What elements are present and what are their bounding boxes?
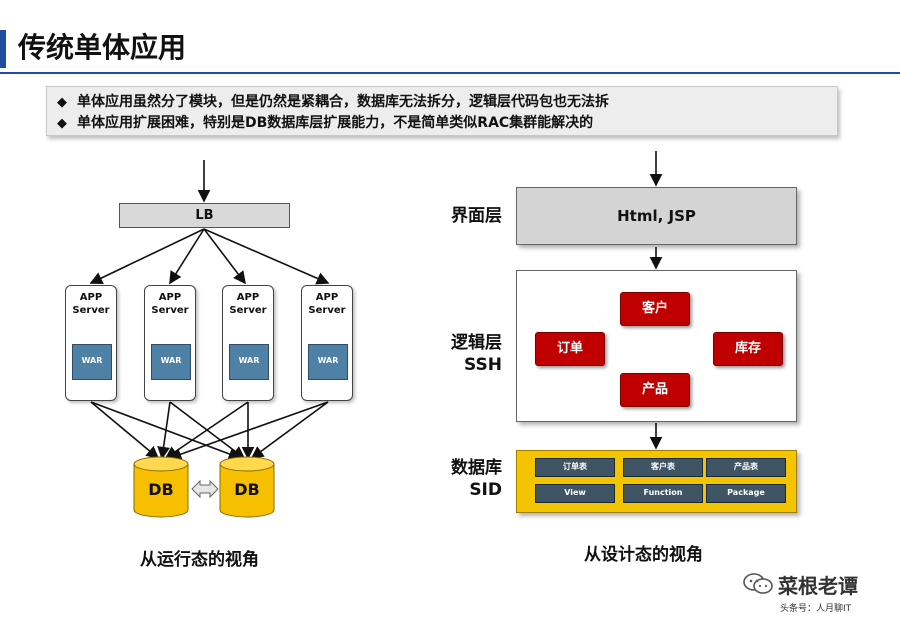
war-package: WAR — [72, 344, 112, 380]
node-inventory: 库存 — [713, 332, 783, 366]
db-label-right: DB — [234, 480, 260, 499]
logic-layer-label: 逻辑层 SSH — [432, 332, 502, 376]
db-cylinder-right — [219, 456, 275, 518]
node-customer: 客户 — [620, 292, 690, 326]
logic-layer-tech: SSH — [464, 355, 502, 375]
db-object-view: View — [535, 484, 615, 503]
load-balancer-box: LB — [119, 203, 290, 228]
war-package: WAR — [229, 344, 269, 380]
node-order: 订单 — [535, 332, 605, 366]
war-package: WAR — [308, 344, 348, 380]
logic-layer-name: 逻辑层 — [451, 333, 502, 353]
wechat-icon — [743, 573, 773, 594]
lb-to-server-arrows — [89, 228, 330, 285]
page-title: 传统单体应用 — [18, 31, 187, 64]
db-object-function: Function — [623, 484, 703, 503]
db-layer-label: 数据库 SID — [432, 457, 502, 501]
watermark-name: 菜根老谭 — [778, 574, 858, 598]
db-object-order-table: 订单表 — [535, 458, 615, 477]
db-layer-sid: SID — [469, 480, 502, 500]
design-view-caption: 从设计态的视角 — [584, 545, 703, 565]
db-sync-double-arrow — [191, 479, 219, 499]
db-layer-name: 数据库 — [451, 458, 502, 478]
title-accent-bar — [0, 30, 6, 68]
bullet-item-2: ◆ 单体应用扩展困难，特别是DB数据库层扩展能力，不是简单类似RAC集群能解决的 — [57, 113, 837, 134]
bullet-text-2: 单体应用扩展困难，特别是DB数据库层扩展能力，不是简单类似RAC集群能解决的 — [77, 115, 594, 131]
node-product: 产品 — [620, 373, 690, 407]
db-object-package: Package — [706, 484, 786, 503]
diamond-bullet-icon: ◆ — [57, 95, 67, 110]
db-layer-box: 订单表 客户表 产品表 View Function Package — [516, 450, 797, 513]
bullet-item-1: ◆ 单体应用虽然分了模块，但是仍然是紧耦合，数据库无法拆分，逻辑层代码包也无法拆 — [57, 92, 837, 113]
runtime-view-caption: 从运行态的视角 — [140, 550, 259, 570]
db-object-product-table: 产品表 — [706, 458, 786, 477]
diamond-bullet-icon: ◆ — [57, 116, 67, 131]
server-to-db-arrows — [90, 401, 329, 461]
ui-layer-box: Html, JSP — [516, 187, 797, 245]
ui-layer-label: 界面层 — [451, 206, 502, 226]
db-cylinder-left — [133, 456, 189, 518]
title-divider — [0, 72, 900, 74]
summary-box: ◆单体应用虽然分了模块，但是仍然是紧耦合，数据库无法拆分，逻辑层代码包也无法拆 … — [46, 86, 838, 136]
war-package: WAR — [151, 344, 191, 380]
db-label-left: DB — [148, 480, 174, 499]
db-object-customer-table: 客户表 — [623, 458, 703, 477]
bullet-text-1: 单体应用虽然分了模块，但是仍然是紧耦合，数据库无法拆分，逻辑层代码包也无法拆 — [77, 94, 609, 110]
watermark-source: 头条号：人月聊IT — [780, 604, 852, 614]
